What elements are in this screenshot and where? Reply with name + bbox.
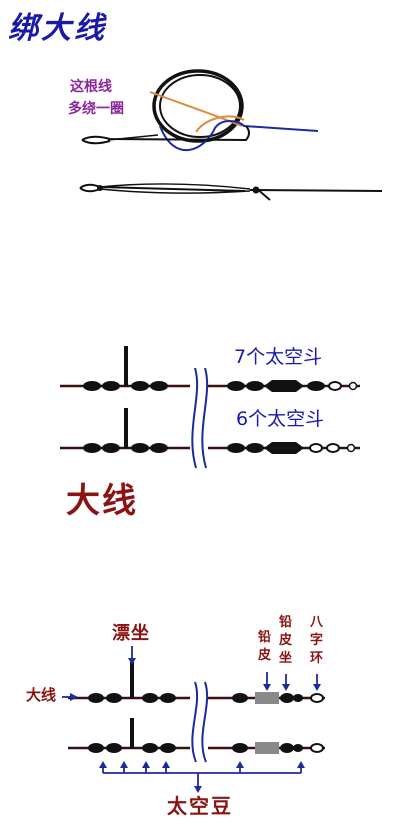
break-mark-section2 (190, 367, 209, 469)
lead-skin-bottom (255, 742, 279, 754)
lead-skin-label: 铅皮 (258, 630, 272, 663)
blue-line (159, 120, 319, 151)
extra-wrap-line (149, 91, 243, 127)
main-line-label: 大线 (26, 686, 57, 704)
label-arrows (62, 646, 321, 793)
space-beans-label: 太空豆 (167, 794, 233, 818)
float-seat-label: 漂坐 (112, 623, 150, 644)
lead-skin-seat-label: 铅皮坐 (279, 615, 293, 666)
knot-loop (152, 69, 244, 143)
lead-skin-top (255, 692, 279, 704)
tie-line-top (81, 125, 250, 142)
rig-bottom (60, 408, 360, 454)
section1-title: 绑大线 (8, 11, 107, 46)
wrap-note-line1: 这根线 (70, 79, 112, 95)
label-7-space-beans: 7个太空斗 (234, 346, 323, 368)
wrap-note-line2: 多绕一圈 (68, 101, 124, 117)
break-mark-section3 (190, 681, 209, 763)
rig-top (60, 346, 360, 392)
swivel-label: 八字环 (310, 615, 324, 666)
main-line-caption: 大线 (66, 481, 138, 521)
label-6-space-beans: 6个太空斗 (236, 408, 325, 430)
